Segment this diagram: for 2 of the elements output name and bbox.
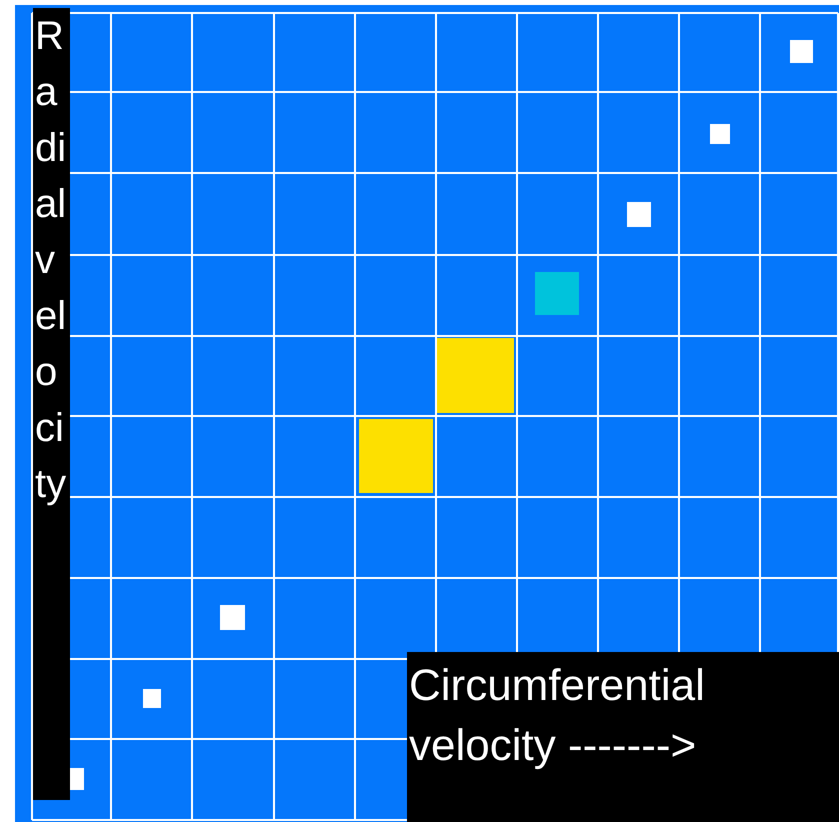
axis-label: Circumferential velocity -------> [407, 652, 839, 822]
axis-label: Radial velocity [33, 8, 70, 800]
